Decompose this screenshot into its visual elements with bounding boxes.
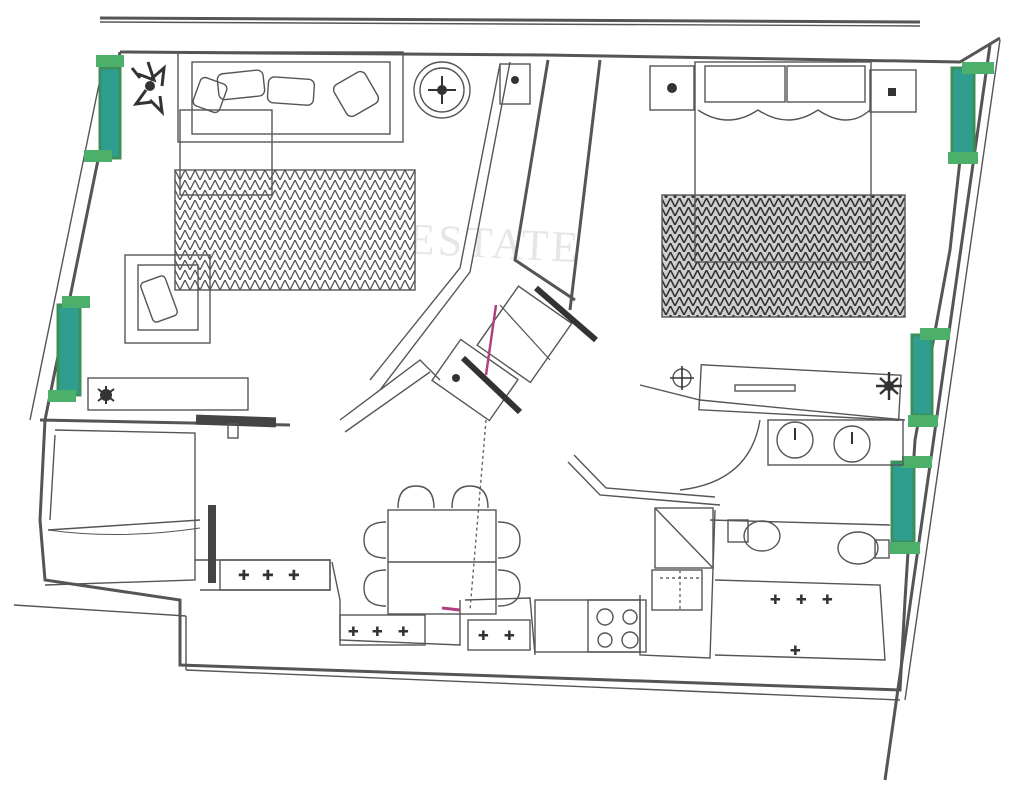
door-swing-arc: [679, 419, 761, 491]
window-left-top: [84, 55, 124, 162]
plant-icon: [130, 61, 166, 117]
round-side-table: [413, 61, 471, 119]
svg-text:✚: ✚: [790, 644, 801, 659]
bidet: [837, 531, 890, 565]
tv-console: [87, 377, 277, 439]
ceiling-light-icon: [670, 366, 694, 390]
toilet-icon: [727, 519, 781, 552]
door-accent: [441, 606, 461, 612]
plant-icon: [97, 386, 115, 404]
doorway-guideline: [469, 419, 487, 611]
nightstand-left: [649, 65, 695, 111]
plant-icon: [876, 372, 902, 400]
bathroom-cabinet: ✚ ✚ ✚ ✚: [770, 593, 833, 659]
svg-text:✚: ✚: [796, 593, 807, 608]
svg-text:✚: ✚: [504, 629, 515, 644]
svg-text:✚: ✚: [822, 593, 833, 608]
window-right-middle: [908, 328, 950, 427]
bedroom-rug: [661, 194, 906, 318]
svg-text:✚: ✚: [262, 568, 274, 584]
small-cabinet: [499, 63, 531, 105]
nightstand-right: [869, 69, 917, 113]
fridge: [651, 507, 714, 611]
dining-chairs: [363, 485, 521, 607]
dining-table: [387, 509, 497, 615]
coat-rack: ✚ ✚ ✚: [219, 559, 331, 591]
kitchen-counter: ✚ ✚ ✚ ✚ ✚: [339, 599, 641, 653]
armchair: [124, 254, 211, 344]
bedroom-dresser: [698, 364, 902, 421]
svg-text:✚: ✚: [372, 625, 383, 640]
living-room-rug: [174, 169, 416, 291]
hall-closet: [39, 429, 56, 521]
bed: [694, 61, 872, 263]
lamp-icon: [428, 76, 456, 104]
svg-text:✚: ✚: [238, 568, 250, 584]
sink-icon: [767, 419, 904, 466]
window-right-bottom: [890, 456, 932, 554]
svg-text:✚: ✚: [348, 625, 359, 640]
svg-text:✚: ✚: [398, 625, 409, 640]
sofa: [177, 51, 404, 196]
window-right-top: [948, 62, 994, 164]
svg-text:✚: ✚: [478, 629, 489, 644]
wardrobe-unit: [431, 285, 598, 422]
svg-text:✚: ✚: [770, 593, 781, 608]
entrance-door: [47, 505, 216, 583]
svg-text:✚: ✚: [288, 568, 300, 584]
stove-burner-icon: [587, 599, 647, 653]
window-left-middle: [48, 296, 90, 402]
interior-walls: [39, 59, 906, 661]
